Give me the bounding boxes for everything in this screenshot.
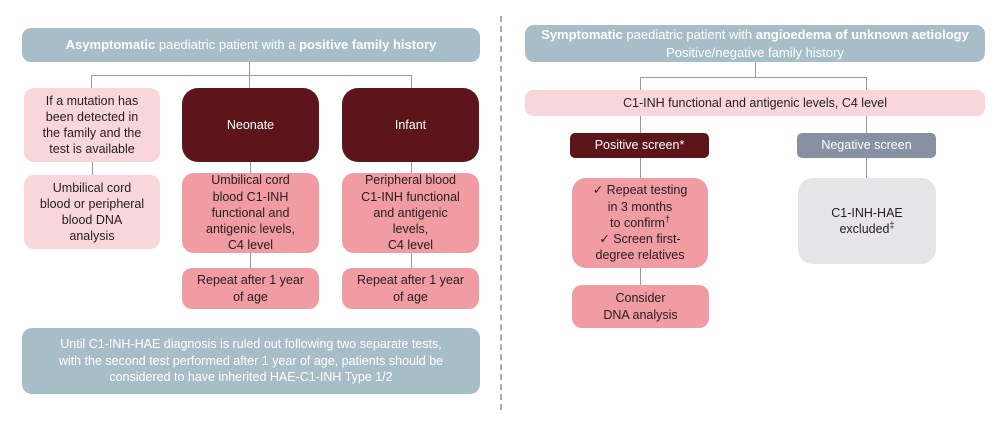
text-line: Peripheral blood [364, 173, 457, 188]
text-line: blood or peripheral [39, 196, 145, 211]
text-line: Until C1-INH-HAE diagnosis is ruled out … [60, 336, 442, 351]
text-line: of age [233, 289, 268, 304]
text-line: of age [393, 289, 428, 304]
positive-screen-actions-box: ✓ Repeat testing in 3 months to confirm†… [572, 178, 708, 268]
consider-dna-analysis-box: Consider DNA analysis [572, 285, 709, 328]
neonate-test-text: Umbilical cord blood C1-INH functional a… [182, 172, 319, 253]
asymptomatic-header: Asymptomatic paediatric patient with a p… [22, 28, 480, 62]
text-line: analysis [69, 229, 115, 244]
text-line: been detected in [45, 109, 139, 124]
text-line: Repeat after 1 year [196, 273, 304, 288]
connector-line [411, 75, 412, 88]
text-line: degree relatives [595, 248, 685, 263]
dna-analysis-box: Umbilical cord blood or peripheral blood… [24, 175, 160, 249]
negative-screen-label: Negative screen [821, 138, 912, 153]
connector-line [91, 75, 92, 88]
header-line-1: Symptomatic paediatric patient with angi… [525, 26, 985, 44]
connector-line [640, 268, 641, 285]
negative-screen-box: Negative screen [797, 133, 936, 158]
header-line-2: Positive/negative family history [666, 44, 844, 60]
checklist-item: ✓ Repeat testing [592, 183, 688, 198]
header-bold-segment: angioedema of unknown aetiology [755, 26, 969, 42]
positive-screen-label: Positive screen* [594, 138, 685, 153]
header-bold-segment: positive family history [299, 37, 437, 53]
infant-label: Infant [394, 117, 427, 132]
connector-line [411, 253, 412, 268]
connector-line [866, 158, 867, 178]
neonate-test-box: Umbilical cord blood C1-INH functional a… [182, 173, 319, 253]
consider-dna-analysis-text: Consider DNA analysis [572, 290, 709, 323]
text-line: blood DNA [61, 213, 123, 227]
text-line: considered to have inherited HAE-C1-INH … [109, 370, 393, 385]
text-line: functional and [211, 205, 290, 220]
header-text-segment: paediatric patient with [622, 26, 756, 42]
dagger-footnote-marker: † [664, 213, 670, 224]
connector-line [250, 162, 251, 173]
neonate-label: Neonate [226, 117, 275, 132]
asymptomatic-header-text: Asymptomatic paediatric patient with a p… [22, 36, 480, 54]
neonate-box: Neonate [182, 88, 319, 162]
connector-line [640, 158, 641, 178]
checklist-item: ✓ Screen first- [599, 232, 681, 247]
repeat-after-1-year-box: Repeat after 1 year of age [342, 268, 479, 309]
left-footnote-box: Until C1-INH-HAE diagnosis is ruled out … [22, 328, 480, 394]
positive-screen-actions-text: ✓ Repeat testing in 3 months to confirm†… [572, 182, 708, 263]
infant-test-box: Peripheral blood C1-INH functional and a… [342, 173, 479, 253]
text-line: Umbilical cord [211, 173, 290, 188]
text-line: and antigenic [373, 205, 448, 220]
symptomatic-header-text: Symptomatic paediatric patient with angi… [525, 26, 985, 61]
dna-analysis-text: Umbilical cord blood or peripheral blood… [24, 180, 160, 245]
text-line: levels, [392, 222, 429, 237]
text-line: Umbilical cord [52, 180, 132, 195]
connector-line [91, 75, 411, 76]
text-line: Consider [615, 291, 666, 306]
text-line: C4 level [227, 238, 274, 253]
hae-excluded-text: C1-INH-HAE excluded‡ [798, 205, 936, 238]
text-line: C1-INH functional [361, 189, 460, 204]
text-line: with the second test performed after 1 y… [58, 353, 444, 368]
text-line: DNA analysis [603, 307, 678, 322]
text-line: C4 level [387, 238, 434, 253]
panel-divider [500, 16, 502, 410]
screening-bar: C1-INH functional and antigenic levels, … [525, 90, 985, 116]
hae-excluded-box: C1-INH-HAE excluded‡ [798, 178, 936, 264]
text-segment: to confirm [610, 215, 665, 230]
text-line: If a mutation has [45, 93, 139, 108]
header-bold-segment: Symptomatic [541, 26, 623, 42]
infant-test-text: Peripheral blood C1-INH functional and a… [342, 172, 479, 253]
mutation-detected-text: If a mutation has been detected in the f… [24, 93, 160, 158]
left-footnote-text: Until C1-INH-HAE diagnosis is ruled out … [22, 336, 480, 387]
text-line: blood C1-INH [212, 189, 289, 204]
text-line: to confirm† [572, 213, 708, 231]
mutation-detected-box: If a mutation has been detected in the f… [24, 88, 160, 162]
positive-screen-box: Positive screen* [570, 133, 709, 158]
double-dagger-footnote-marker: ‡ [889, 219, 895, 230]
header-text-segment: paediatric patient with a [155, 37, 300, 53]
text-line: C1-INH-HAE [831, 205, 903, 220]
text-line: excluded‡ [798, 219, 936, 237]
repeat-text: Repeat after 1 year of age [342, 272, 479, 305]
text-line: Repeat after 1 year [356, 273, 464, 288]
connector-line [640, 77, 866, 78]
symptomatic-header: Symptomatic paediatric patient with angi… [525, 25, 985, 62]
connector-line [92, 162, 93, 175]
connector-line [250, 253, 251, 268]
text-line: antigenic levels, [206, 222, 295, 237]
repeat-after-1-year-box: Repeat after 1 year of age [182, 268, 319, 309]
connector-line [755, 62, 756, 77]
infant-box: Infant [342, 88, 479, 162]
repeat-text: Repeat after 1 year of age [182, 272, 319, 305]
text-line: test is available [49, 142, 135, 157]
text-line: in 3 months [607, 199, 673, 214]
connector-line [411, 162, 412, 173]
text-line: the family and the [42, 126, 142, 140]
header-bold-segment: Asymptomatic [65, 37, 156, 53]
text-segment: excluded [839, 222, 890, 236]
screening-bar-text: C1-INH functional and antigenic levels, … [622, 95, 888, 110]
